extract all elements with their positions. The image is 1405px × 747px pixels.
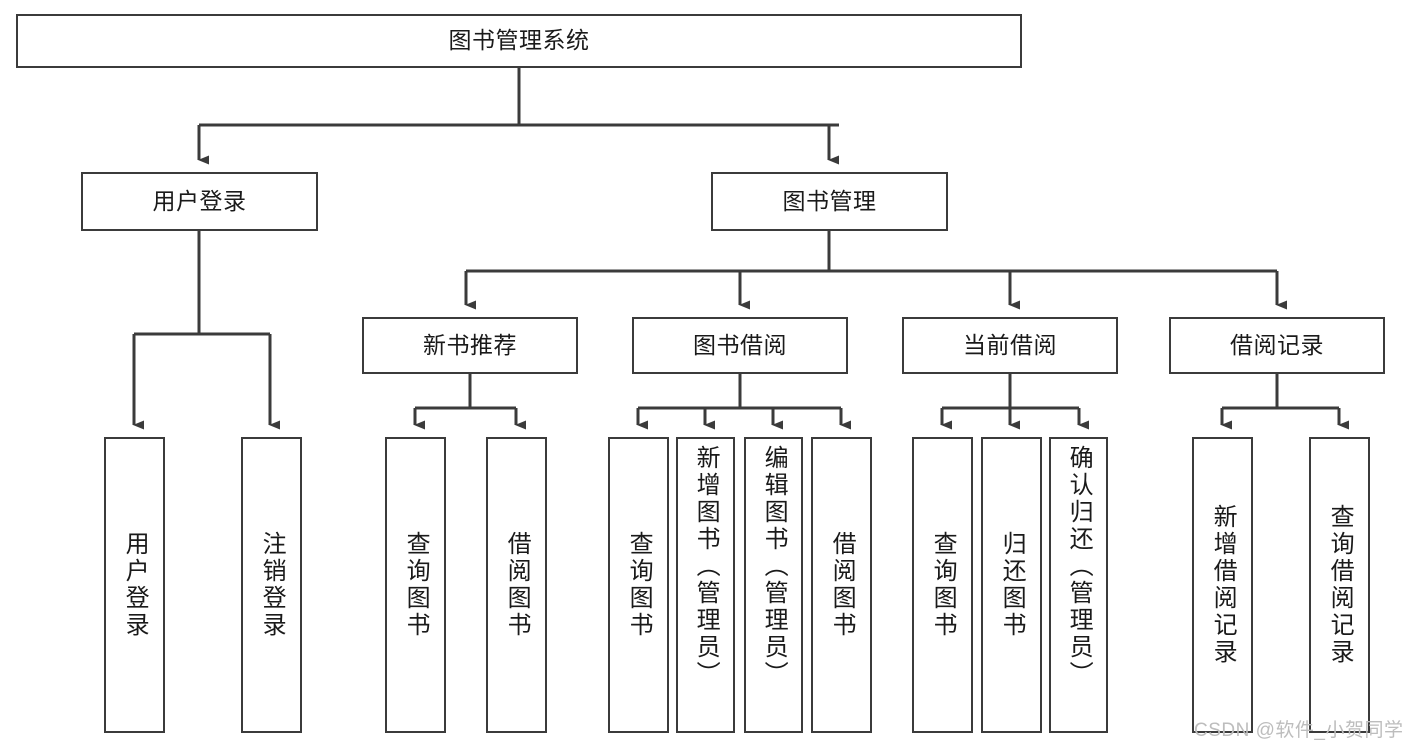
leaf-book-borrow-edit[interactable]: 编辑图书（管理员） [744, 437, 803, 733]
leaf-book-borrow-add-label: 新增图书（管理员） [692, 445, 720, 688]
leaf-current-borrow-confirm-label: 确认归还（管理员） [1065, 445, 1093, 688]
leaf-borrow-record-add[interactable]: 新增借阅记录 [1192, 437, 1253, 733]
leaf-new-book-borrow-label: 借阅图书 [503, 531, 531, 639]
leaf-new-book-borrow[interactable]: 借阅图书 [486, 437, 547, 733]
leaf-book-borrow-query[interactable]: 查询图书 [608, 437, 669, 733]
leaf-book-borrow-borrow[interactable]: 借阅图书 [811, 437, 872, 733]
leaf-borrow-record-query-label: 查询借阅记录 [1326, 504, 1354, 666]
node-user-login[interactable]: 用户登录 [81, 172, 318, 231]
leaf-current-borrow-return[interactable]: 归还图书 [981, 437, 1042, 733]
leaf-current-borrow-confirm[interactable]: 确认归还（管理员） [1049, 437, 1108, 733]
leaf-new-book-query[interactable]: 查询图书 [385, 437, 446, 733]
leaf-borrow-record-add-label: 新增借阅记录 [1209, 504, 1237, 666]
leaf-current-borrow-query[interactable]: 查询图书 [912, 437, 973, 733]
node-book-management[interactable]: 图书管理 [711, 172, 948, 231]
node-new-book-recommend-label: 新书推荐 [423, 331, 517, 358]
node-user-login-label: 用户登录 [152, 187, 247, 214]
node-book-management-label: 图书管理 [782, 187, 877, 214]
leaf-user-login-logout-label: 注销登录 [258, 531, 286, 639]
leaf-book-borrow-add[interactable]: 新增图书（管理员） [676, 437, 735, 733]
node-new-book-recommend[interactable]: 新书推荐 [362, 317, 578, 374]
watermark: CSDN @软件_小贺同学 [1194, 720, 1404, 741]
node-book-borrow[interactable]: 图书借阅 [632, 317, 848, 374]
leaf-current-borrow-query-label: 查询图书 [929, 531, 957, 639]
node-root[interactable]: 图书管理系统 [16, 14, 1022, 68]
node-borrow-record-label: 借阅记录 [1230, 331, 1324, 358]
leaf-borrow-record-query[interactable]: 查询借阅记录 [1309, 437, 1370, 733]
leaf-user-login-login[interactable]: 用户登录 [104, 437, 165, 733]
node-root-label: 图书管理系统 [448, 27, 590, 54]
leaf-user-login-logout[interactable]: 注销登录 [241, 437, 302, 733]
node-borrow-record[interactable]: 借阅记录 [1169, 317, 1385, 374]
leaf-book-borrow-query-label: 查询图书 [625, 531, 653, 639]
node-current-borrow-label: 当前借阅 [963, 331, 1057, 358]
leaf-user-login-login-label: 用户登录 [121, 531, 149, 639]
node-current-borrow[interactable]: 当前借阅 [902, 317, 1118, 374]
node-book-borrow-label: 图书借阅 [693, 331, 787, 358]
leaf-book-borrow-edit-label: 编辑图书（管理员） [760, 445, 788, 688]
leaf-new-book-query-label: 查询图书 [402, 531, 430, 639]
leaf-book-borrow-borrow-label: 借阅图书 [828, 531, 856, 639]
leaf-current-borrow-return-label: 归还图书 [998, 531, 1026, 639]
